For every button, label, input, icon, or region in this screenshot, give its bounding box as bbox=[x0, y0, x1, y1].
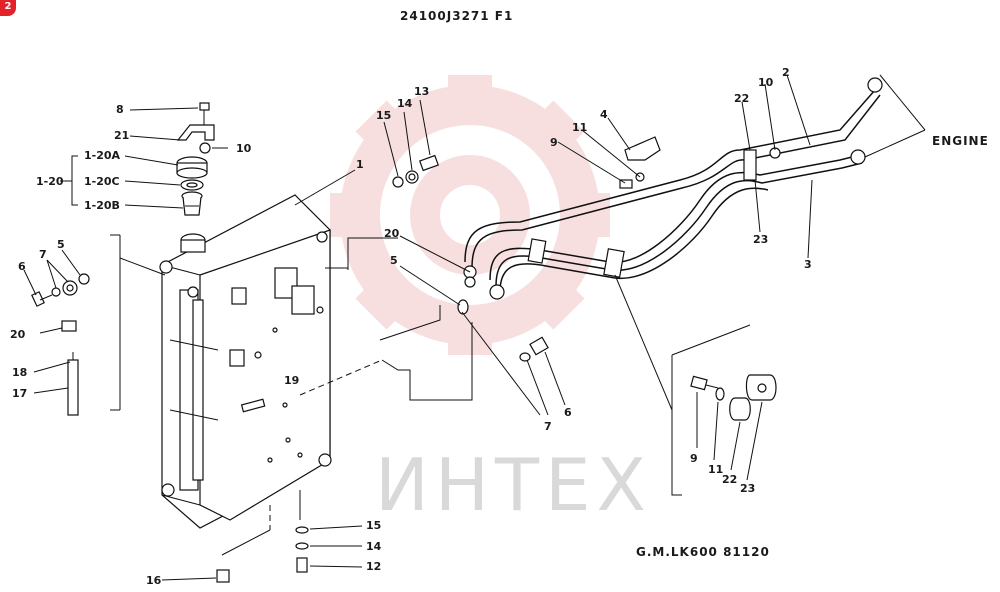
label-11-detail: 11 bbox=[708, 463, 723, 476]
tank-leaders bbox=[110, 169, 473, 556]
label-6-left: 6 bbox=[18, 260, 26, 273]
label-4: 4 bbox=[600, 108, 608, 121]
label-22-detail: 22 bbox=[722, 473, 737, 486]
callout-labels: 1 1-20 1-20A 1-20C 1-20B 2 3 4 5 5 6 6 7… bbox=[10, 66, 812, 587]
label-1-20a: 1-20A bbox=[84, 149, 121, 162]
engine-label: ENGINE bbox=[932, 134, 989, 148]
label-9-top: 9 bbox=[550, 136, 558, 149]
label-15-bottom: 15 bbox=[366, 519, 381, 532]
label-21: 21 bbox=[114, 129, 129, 142]
label-7-left: 7 bbox=[39, 248, 47, 261]
label-13: 13 bbox=[414, 85, 429, 98]
label-10-right: 10 bbox=[236, 142, 252, 155]
hose-assemblies bbox=[399, 74, 926, 496]
hydraulic-tank bbox=[159, 194, 332, 529]
label-14-top: 14 bbox=[397, 97, 413, 110]
label-1-20: 1-20 bbox=[36, 175, 64, 188]
watermark-text: ИНТЕХ bbox=[375, 443, 652, 527]
drawing-number-title: 24100J3271 F1 bbox=[400, 9, 513, 23]
bottom-fasteners bbox=[161, 525, 363, 583]
label-22-top: 22 bbox=[734, 92, 749, 105]
page-badge: 2 bbox=[0, 0, 16, 16]
label-17: 17 bbox=[12, 387, 27, 400]
drawing-code-footer: G.M.LK600 81120 bbox=[636, 545, 770, 559]
label-15-top: 15 bbox=[376, 109, 391, 122]
label-5-mid: 5 bbox=[390, 254, 398, 267]
label-1-20b: 1-20B bbox=[84, 199, 120, 212]
label-19: 19 bbox=[284, 374, 299, 387]
label-12: 12 bbox=[366, 560, 381, 573]
label-10-top: 10 bbox=[758, 76, 774, 89]
label-20-mid: 20 bbox=[384, 227, 400, 240]
label-1: 1 bbox=[356, 158, 364, 171]
label-5-left: 5 bbox=[57, 238, 65, 251]
label-16: 16 bbox=[146, 574, 162, 587]
label-7-mid: 7 bbox=[544, 420, 552, 433]
label-2: 2 bbox=[782, 66, 790, 79]
label-20-left: 20 bbox=[10, 328, 26, 341]
label-23-detail: 23 bbox=[740, 482, 755, 495]
label-18: 18 bbox=[12, 366, 27, 379]
filler-cap-parts bbox=[60, 102, 228, 216]
label-9-detail: 9 bbox=[690, 452, 698, 465]
label-6-mid: 6 bbox=[564, 406, 572, 419]
left-fittings bbox=[23, 249, 90, 416]
label-3: 3 bbox=[804, 258, 812, 271]
top-fasteners bbox=[383, 99, 439, 188]
label-23-top: 23 bbox=[753, 233, 768, 246]
watermark-gear bbox=[330, 75, 610, 355]
label-14-bottom: 14 bbox=[366, 540, 382, 553]
label-8: 8 bbox=[116, 103, 124, 116]
label-11-top: 11 bbox=[572, 121, 587, 134]
label-1-20c: 1-20C bbox=[84, 175, 120, 188]
clamp-detail bbox=[690, 374, 777, 481]
